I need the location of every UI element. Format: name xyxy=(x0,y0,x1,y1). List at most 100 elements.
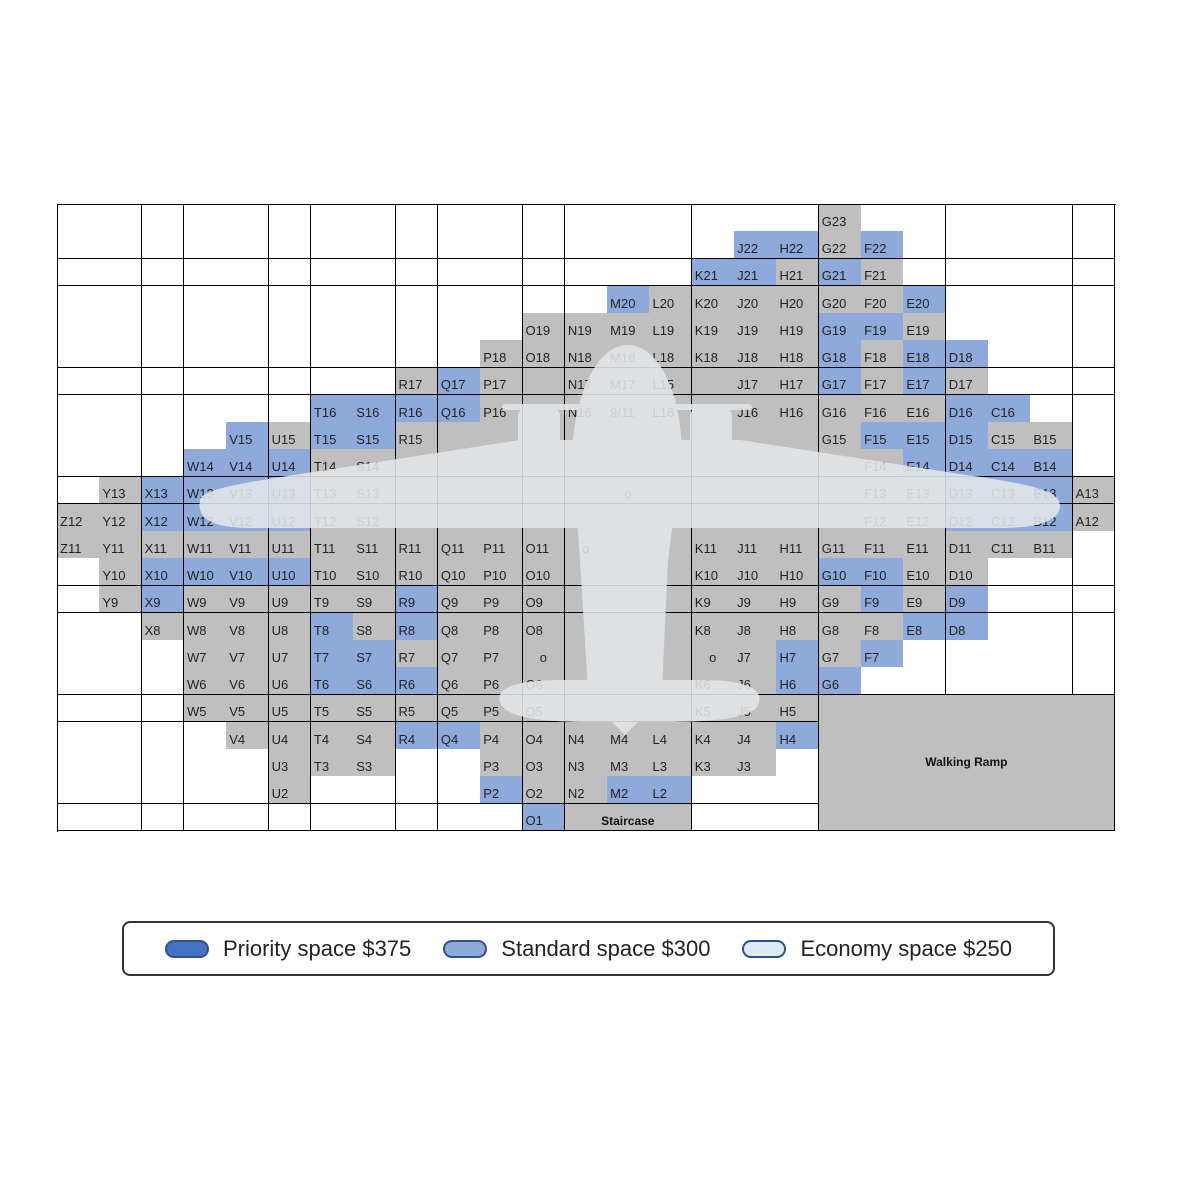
seat-cell-d15[interactable]: D15 xyxy=(945,422,989,450)
seat-cell-r5[interactable]: R5 xyxy=(395,694,439,723)
seat-cell-k19[interactable]: K19 xyxy=(691,313,735,341)
seat-cell-j8[interactable]: J8 xyxy=(734,612,777,641)
seat-cell-c11[interactable]: C11 xyxy=(988,531,1031,559)
seat-cell-w5[interactable]: W5 xyxy=(183,694,227,723)
seat-cell-j10[interactable]: J10 xyxy=(734,558,777,587)
seat-cell-h20[interactable]: H20 xyxy=(776,285,820,314)
seat-cell-h7[interactable]: H7 xyxy=(776,640,820,668)
seat-cell-y10[interactable]: Y10 xyxy=(99,558,143,587)
seat-cell-w13[interactable]: W13 xyxy=(183,476,227,505)
seat-cell-t14[interactable]: T14 xyxy=(310,449,354,478)
seat-cell-m19[interactable]: M19 xyxy=(607,313,650,341)
seat-cell-b12[interactable]: B12 xyxy=(1030,503,1074,532)
seat-cell-q16[interactable]: Q16 xyxy=(437,394,481,423)
seat-cell-t6[interactable]: T6 xyxy=(310,667,354,696)
seat-cell-o10[interactable]: O10 xyxy=(522,558,566,587)
seat-cell-h8[interactable]: H8 xyxy=(776,612,820,641)
seat-cell-e20[interactable]: E20 xyxy=(903,285,947,314)
seat-cell-s7[interactable]: S7 xyxy=(353,640,397,668)
seat-cell-a12[interactable]: A12 xyxy=(1072,503,1116,532)
seat-cell-g16[interactable]: G16 xyxy=(818,394,862,423)
seat-cell-t15[interactable]: T15 xyxy=(310,422,354,450)
seat-cell-t9[interactable]: T9 xyxy=(310,585,354,614)
seat-cell-q8[interactable]: Q8 xyxy=(437,612,481,641)
seat-cell-l4[interactable]: L4 xyxy=(649,721,693,750)
seat-cell-g18[interactable]: G18 xyxy=(818,340,862,369)
seat-cell-o9[interactable]: O9 xyxy=(522,585,566,614)
seat-cell-x8[interactable]: X8 xyxy=(141,612,185,641)
seat-cell-f19[interactable]: F19 xyxy=(861,313,904,341)
seat-cell-o1[interactable]: O1 xyxy=(522,803,566,832)
seat-cell-w14[interactable]: W14 xyxy=(183,449,227,478)
seat-cell-n16[interactable]: N16 xyxy=(564,394,608,423)
seat-cell-t8[interactable]: T8 xyxy=(310,612,354,641)
seat-cell-f12[interactable]: F12 xyxy=(861,503,904,532)
seat-cell-u14[interactable]: U14 xyxy=(268,449,312,478)
seat-cell-r7[interactable]: R7 xyxy=(395,640,439,668)
seat-cell-j16[interactable]: J16 xyxy=(734,394,777,423)
seat-cell-q6[interactable]: Q6 xyxy=(437,667,481,696)
seat-cell-t16[interactable]: T16 xyxy=(310,394,354,423)
seat-cell-f18[interactable]: F18 xyxy=(861,340,904,369)
seat-cell-d12[interactable]: D12 xyxy=(945,503,989,532)
seat-cell-e16[interactable]: E16 xyxy=(903,394,947,423)
seat-cell-d17[interactable]: D17 xyxy=(945,367,989,396)
seat-cell-r4[interactable]: R4 xyxy=(395,721,439,750)
seat-cell-u10[interactable]: U10 xyxy=(268,558,312,587)
seat-cell-l19[interactable]: L19 xyxy=(649,313,693,341)
seat-cell-h9[interactable]: H9 xyxy=(776,585,820,614)
seat-cell-r17[interactable]: R17 xyxy=(395,367,439,396)
seat-cell-s6[interactable]: S6 xyxy=(353,667,397,696)
seat-cell-l2[interactable]: L2 xyxy=(649,776,693,805)
seat-cell-e15[interactable]: E15 xyxy=(903,422,947,450)
seat-cell-e14[interactable]: E14 xyxy=(903,449,947,478)
seat-cell-s13[interactable]: S13 xyxy=(353,476,397,505)
seat-cell-e11[interactable]: E11 xyxy=(903,531,947,559)
seat-cell-r15[interactable]: R15 xyxy=(395,422,439,450)
seat-cell-u4[interactable]: U4 xyxy=(268,721,312,750)
seat-cell-v7[interactable]: V7 xyxy=(226,640,270,668)
seat-cell-g20[interactable]: G20 xyxy=(818,285,862,314)
seat-cell-p5[interactable]: P5 xyxy=(480,694,523,723)
seat-cell-r10[interactable]: R10 xyxy=(395,558,439,587)
seat-cell-s12[interactable]: S12 xyxy=(353,503,397,532)
seat-cell-e13[interactable]: E13 xyxy=(903,476,947,505)
seat-cell-p8[interactable]: P8 xyxy=(480,612,523,641)
seat-cell-h19[interactable]: H19 xyxy=(776,313,820,341)
seat-cell-x12[interactable]: X12 xyxy=(141,503,185,532)
seat-cell-e19[interactable]: E19 xyxy=(903,313,947,341)
seat-cell-w10[interactable]: W10 xyxy=(183,558,227,587)
seat-cell-f21[interactable]: F21 xyxy=(861,258,904,287)
seat-cell-z11[interactable]: Z11 xyxy=(57,531,100,559)
seat-cell-o3[interactable]: O3 xyxy=(522,749,566,777)
seat-cell-f11[interactable]: F11 xyxy=(861,531,904,559)
seat-cell-e10[interactable]: E10 xyxy=(903,558,947,587)
seat-cell-c14[interactable]: C14 xyxy=(988,449,1031,478)
seat-cell-p18[interactable]: P18 xyxy=(480,340,523,369)
seat-cell-c12[interactable]: C12 xyxy=(988,503,1031,532)
seat-cell-o4[interactable]: O4 xyxy=(522,721,566,750)
seat-cell-o[interactable]: o xyxy=(607,476,650,505)
seat-cell-n3[interactable]: N3 xyxy=(564,749,608,777)
seat-cell-s9[interactable]: S9 xyxy=(353,585,397,614)
seat-cell-e8[interactable]: E8 xyxy=(903,612,947,641)
seat-cell-w7[interactable]: W7 xyxy=(183,640,227,668)
seat-cell-s4[interactable]: S4 xyxy=(353,721,397,750)
seat-cell-h22[interactable]: H22 xyxy=(776,231,820,259)
seat-cell-s3[interactable]: S3 xyxy=(353,749,397,777)
seat-cell-c13[interactable]: C13 xyxy=(988,476,1031,505)
seat-cell-u6[interactable]: U6 xyxy=(268,667,312,696)
seat-cell-g19[interactable]: G19 xyxy=(818,313,862,341)
seat-cell-q11[interactable]: Q11 xyxy=(437,531,481,559)
seat-cell-f20[interactable]: F20 xyxy=(861,285,904,314)
seat-cell-g22[interactable]: G22 xyxy=(818,231,862,259)
seat-cell-g9[interactable]: G9 xyxy=(818,585,862,614)
seat-cell-m4[interactable]: M4 xyxy=(607,721,650,750)
seat-cell-j6[interactable]: J6 xyxy=(734,667,777,696)
seat-cell-d9[interactable]: D9 xyxy=(945,585,989,614)
seat-cell-n18[interactable]: N18 xyxy=(564,340,608,369)
seat-cell-p3[interactable]: P3 xyxy=(480,749,523,777)
seat-cell-s14[interactable]: S14 xyxy=(353,449,397,478)
seat-cell-n17[interactable]: N17 xyxy=(564,367,608,396)
seat-cell-q9[interactable]: Q9 xyxy=(437,585,481,614)
